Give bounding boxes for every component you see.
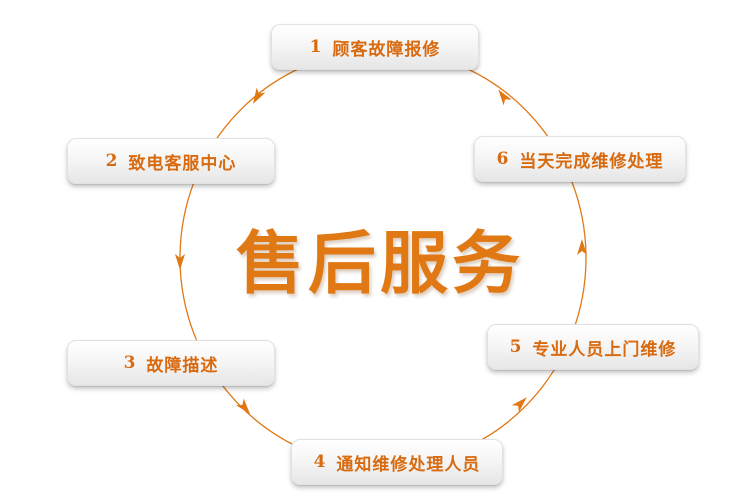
arrowhead-icon [577, 239, 587, 255]
arrowhead-icon [175, 254, 185, 270]
step-number: 6 [496, 149, 510, 169]
step-label: 故障描述 [146, 355, 219, 376]
step-6-box: 6 当天完成维修处理 [474, 136, 686, 182]
step-number: 2 [105, 151, 119, 171]
step-number: 4 [313, 452, 327, 472]
step-3-box: 3 故障描述 [67, 340, 275, 386]
step-2-box: 2 致电客服中心 [67, 138, 275, 184]
step-4-box: 4 通知维修处理人员 [291, 439, 503, 485]
arrowhead-icon [511, 397, 527, 413]
arrowhead-icon [236, 398, 251, 415]
step-1-box: 1 顾客故障报修 [271, 24, 479, 70]
arrowhead-icon [253, 87, 266, 104]
step-label: 当天完成维修处理 [519, 151, 664, 172]
step-label: 专业人员上门维修 [532, 339, 677, 360]
step-5-box: 5 专业人员上门维修 [487, 324, 699, 370]
center-title: 售后服务 [235, 223, 524, 304]
arrowheads [175, 87, 587, 415]
arrowhead-icon [498, 89, 512, 106]
step-label: 致电客服中心 [128, 153, 237, 174]
step-number: 3 [123, 353, 137, 373]
step-number: 1 [309, 37, 323, 57]
step-number: 5 [509, 337, 523, 357]
step-label: 顾客故障报修 [332, 39, 441, 60]
step-label: 通知维修处理人员 [336, 454, 481, 475]
